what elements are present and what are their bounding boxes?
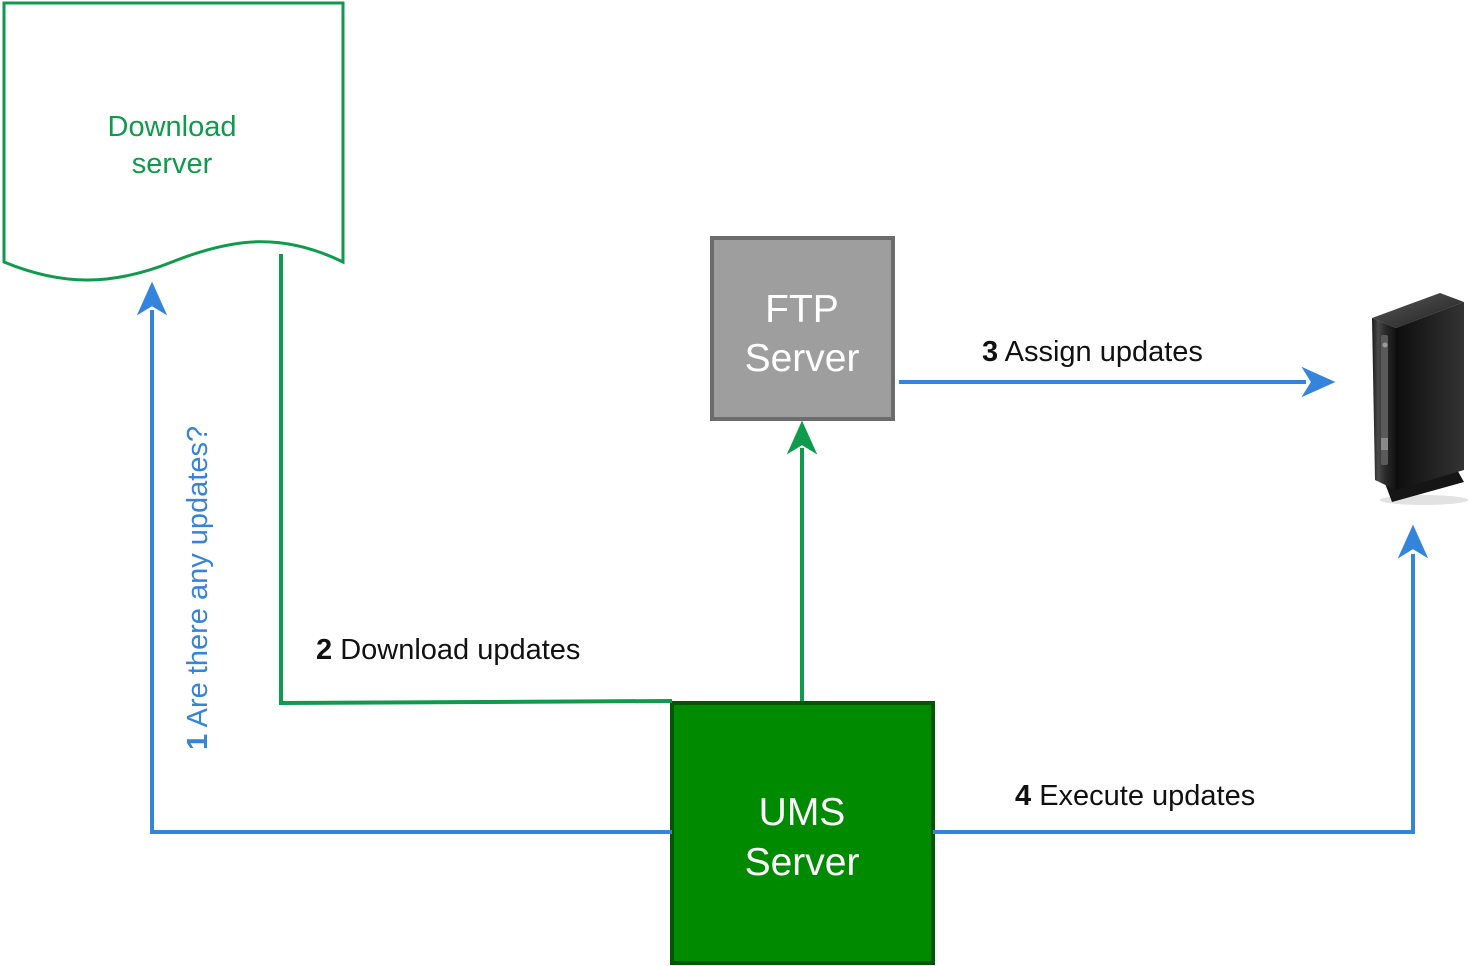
ums-server-label-line1: UMS: [759, 791, 846, 834]
edge-step3-arrowhead: [1301, 366, 1336, 398]
edge-step3-number: 3: [982, 336, 998, 368]
edge-step2-number: 2: [316, 634, 332, 666]
device-power-led: [1382, 342, 1388, 348]
edge-step2-text: Download updates: [332, 634, 580, 666]
edge-step2-line: [279, 254, 673, 706]
edge-step1-number: 1: [182, 734, 214, 750]
device-top: [1372, 293, 1464, 328]
edge-step3-text: Assign updates: [998, 336, 1203, 368]
ums-server-label-line2: Server: [745, 841, 860, 884]
edge-step1-arrowhead: [136, 281, 168, 316]
thin-client-device-icon[interactable]: [1372, 293, 1468, 505]
download-server-label-line1: Download: [108, 111, 237, 143]
edge-step4-text: Execute updates: [1031, 780, 1255, 812]
edge-step4-number: 4: [1015, 780, 1031, 812]
ftp-server-box: [710, 236, 895, 421]
ftp-server-label-line2: Server: [745, 337, 860, 380]
edge-ums-to-ftp[interactable]: [786, 420, 818, 701]
edge-step4-label: 4 Execute updates: [1015, 780, 1255, 812]
edge-step4-line: [933, 554, 1415, 834]
ftp-server-node[interactable]: FTP Server: [710, 236, 895, 421]
edge-step1[interactable]: 1 Are there any updates?: [136, 281, 672, 834]
device-front-panel: [1381, 335, 1388, 465]
edge-step1-label: 1 Are there any updates?: [182, 426, 214, 750]
edge-step2-label: 2 Download updates: [316, 634, 580, 666]
edge-step2[interactable]: 2 Download updates: [279, 254, 673, 706]
ftp-server-label-line1: FTP: [765, 288, 839, 331]
edge-step4[interactable]: 4 Execute updates: [933, 524, 1429, 834]
edge-step3[interactable]: 3 Assign updates: [899, 336, 1336, 398]
edge-step3-label: 3 Assign updates: [982, 336, 1203, 368]
download-server-shape: [2, 1, 345, 282]
download-server-label-line2: server: [132, 148, 213, 180]
edge-ums-to-ftp-arrowhead: [786, 420, 818, 455]
download-server-node[interactable]: Download server: [2, 1, 345, 282]
device-side: [1396, 302, 1464, 490]
ums-server-node[interactable]: UMS Server: [670, 701, 935, 965]
device-port: [1381, 438, 1388, 450]
edge-step1-line: [150, 310, 672, 834]
edge-step4-arrowhead: [1397, 524, 1429, 559]
edge-step1-text: Are there any updates?: [182, 426, 214, 734]
